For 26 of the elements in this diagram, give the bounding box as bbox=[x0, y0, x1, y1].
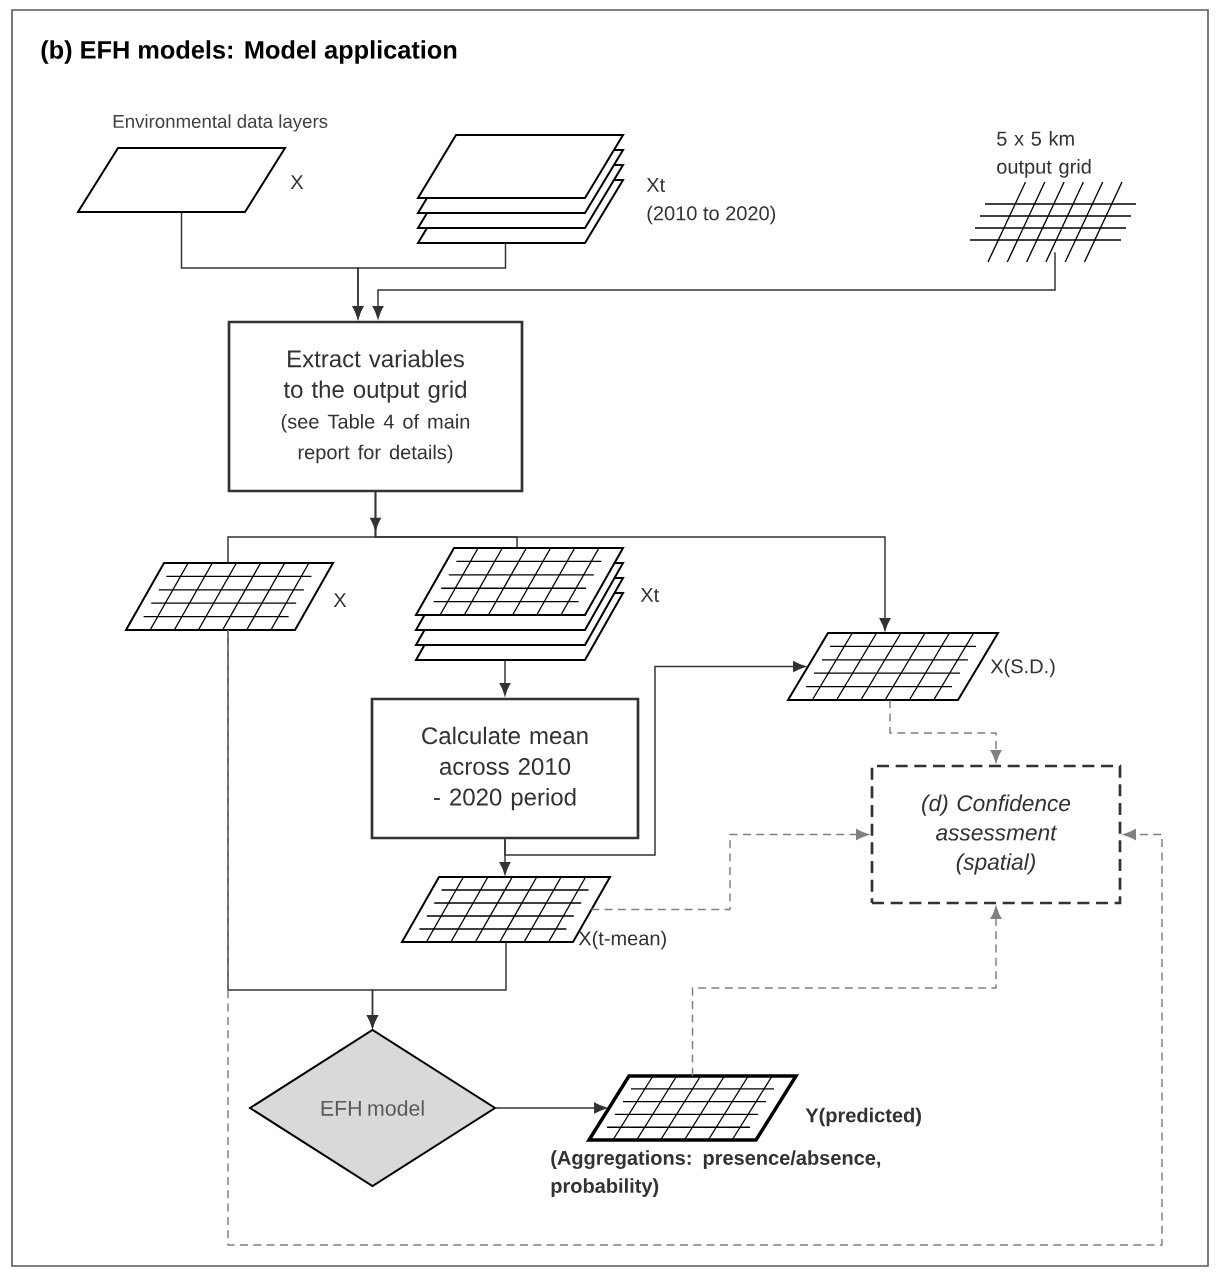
layer-label: Xt bbox=[646, 178, 665, 192]
layer-label: (Aggregations: presence/absence, probability) bbox=[551, 1150, 881, 1197]
dashed-arrow bbox=[227, 629, 1163, 1246]
arrow bbox=[372, 251, 1056, 319]
assessment-box: (d) Confidence assessment (spatial) bbox=[870, 764, 1122, 905]
layer-label: X(S.D.) bbox=[990, 658, 1055, 678]
layer-label: Y(predicted) bbox=[805, 1107, 921, 1127]
dashed-arrow bbox=[889, 699, 1002, 763]
layer-label: X(t-mean) bbox=[578, 930, 666, 950]
arrow bbox=[504, 661, 806, 856]
layer-label: Xt bbox=[640, 588, 659, 602]
dashed-arrow bbox=[691, 906, 1002, 1077]
layer-label: X bbox=[333, 593, 347, 607]
process-box: Calculate mean across 2010 - 2020 period bbox=[370, 697, 640, 840]
arrow bbox=[367, 941, 507, 1028]
arrow bbox=[494, 1102, 607, 1114]
arrow bbox=[499, 659, 511, 696]
layer-label: X bbox=[290, 175, 304, 189]
arrow bbox=[352, 242, 507, 319]
layer-label: (2010 to 2020) bbox=[647, 205, 776, 225]
arrow bbox=[370, 491, 891, 631]
layer-label: 5 x 5 km output grid bbox=[997, 131, 1091, 178]
grid-drawing bbox=[969, 181, 1137, 263]
title: (b) EFH models: Model application bbox=[41, 40, 457, 64]
process-box: Extract variables to the output grid (see Table 4 of main report for details) bbox=[227, 320, 524, 493]
dashed-arrow bbox=[590, 829, 869, 911]
